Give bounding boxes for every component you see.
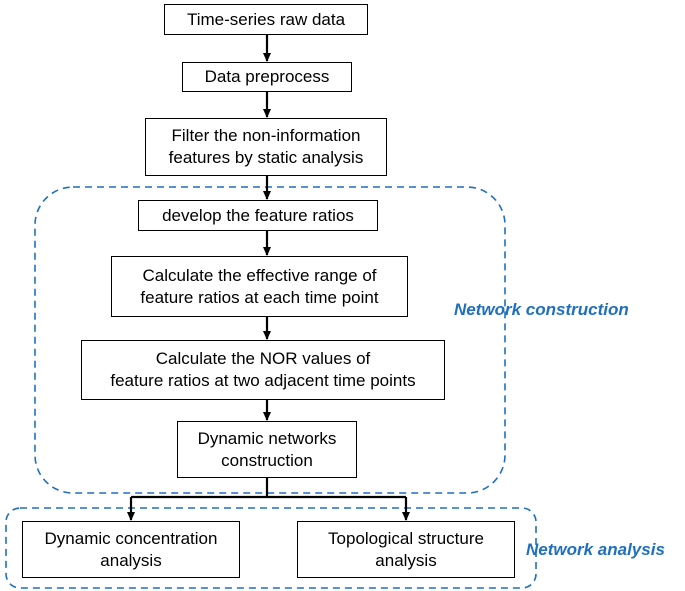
- nor-values-box: Calculate the NOR values of feature rati…: [81, 340, 445, 400]
- topological-label-line-2: analysis: [375, 550, 437, 570]
- raw-data-box: Time-series raw data: [164, 4, 368, 35]
- effective-range-box: Calculate the effective range of feature…: [111, 256, 408, 317]
- develop-ratios-label: develop the feature ratios: [162, 205, 354, 225]
- develop-ratios-box: develop the feature ratios: [138, 200, 378, 231]
- effective-range-label-line-2: feature ratios at each time point: [140, 287, 379, 307]
- topological-box: Topological structure analysis: [297, 521, 515, 578]
- preprocess-label: Data preprocess: [204, 67, 330, 86]
- network-analysis-label: Network analysis: [526, 540, 665, 559]
- dynamic-concentration-label-line-1: Dynamic concentration: [44, 528, 218, 548]
- dynamic-concentration-box: Dynamic concentration analysis: [22, 521, 240, 578]
- nor-values-label-line-1: Calculate the NOR values of: [155, 349, 371, 368]
- filter-label-line-1: Filter the non-information: [171, 126, 361, 145]
- dynamic-concentration-label-line-2: analysis: [100, 550, 162, 570]
- dynamic-networks-box: Dynamic networks construction: [177, 421, 357, 478]
- network-construction-group-outline: [34, 186, 506, 494]
- network-construction-label: Network construction: [454, 300, 629, 319]
- dynamic-networks-label-line-2: construction: [221, 450, 313, 470]
- topological-label-line-1: Topological structure: [328, 528, 484, 548]
- effective-range-label-line-1: Calculate the effective range of: [142, 265, 377, 285]
- nor-values-label-line-2: feature ratios at two adjacent time poin…: [110, 371, 416, 390]
- raw-data-label: Time-series raw data: [186, 9, 346, 29]
- filter-box: Filter the non-information features by s…: [145, 118, 387, 176]
- preprocess-box: Data preprocess: [182, 62, 352, 92]
- dynamic-networks-label-line-1: Dynamic networks: [197, 428, 337, 448]
- filter-label-line-2: features by static analysis: [168, 148, 364, 167]
